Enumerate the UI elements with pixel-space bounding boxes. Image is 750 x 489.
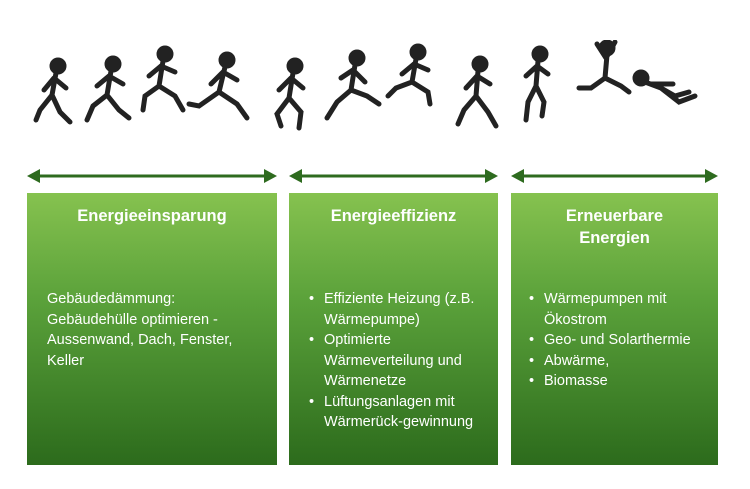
double-arrow-3 [511,169,718,183]
athlete-figure-5 [274,57,306,131]
long-jump-sequence-illustration [33,40,698,131]
column-title: Energieeffizienz [330,207,457,225]
column-erneuerbare-energien: Erneuerbare Energien Wärmepumpen mit Öko… [511,193,718,465]
column-energieeinsparung: Energieeinsparung Gebäudedämmung: Gebäud… [27,193,277,465]
column-title: Energieeinsparung [77,207,227,225]
bullet-list: Wärmepumpen mit Ökostrom Geo- und Solart… [529,289,710,392]
list-item: Geo- und Solarthermie [529,330,710,351]
athlete-figure-7 [385,43,433,107]
athlete-figure-1 [33,57,73,125]
athlete-figure-9 [523,45,551,123]
athlete-figure-8 [455,55,499,129]
list-item: Optimierte Wärmeverteilung und Wärmenetz… [309,330,490,392]
athlete-figure-4 [186,51,250,121]
double-arrow-2 [289,169,498,183]
list-item: Effiziente Heizung (z.B. Wärmepumpe) [309,289,490,330]
bullet-list: Effiziente Heizung (z.B. Wärmepumpe) Opt… [309,289,490,433]
list-item: Wärmepumpen mit Ökostrom [529,289,710,330]
athlete-figure-3 [140,45,186,113]
list-item: Lüftungsanlagen mit Wärmerück-gewinnung [309,392,490,433]
athlete-figure-2 [84,55,132,123]
athlete-figure-10 [576,40,632,95]
list-item: Biomasse [529,371,710,392]
double-arrow-1 [27,169,277,183]
column-text: Gebäudedämmung: Gebäudehülle optimieren … [47,291,233,369]
athlete-figure-6 [324,49,382,121]
column-energieeffizienz: Energieeffizienz Effiziente Heizung (z.B… [289,193,498,465]
athlete-figure-11 [632,69,698,105]
list-item: Abwärme, [529,351,710,372]
column-title: Erneuerbare Energien [565,207,664,247]
